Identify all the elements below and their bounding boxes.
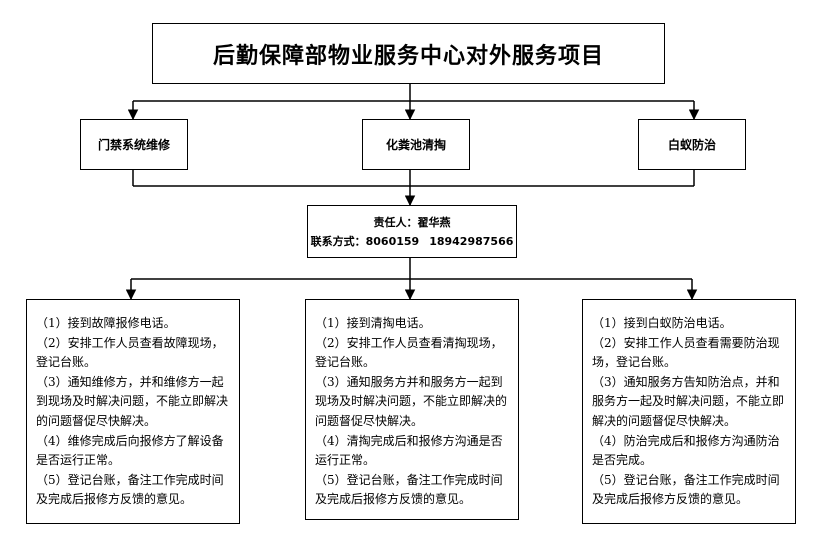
service-label: 白蚁防治 bbox=[667, 138, 716, 152]
task-step: （2）安排工作人员查看故障现场，登记台账。 bbox=[36, 335, 224, 370]
phone-label: 联系方式： bbox=[310, 234, 366, 248]
task-step: （1）接到清掏电话。 bbox=[315, 316, 431, 330]
contact-box: 责任人：翟华燕 联系方式：8060159 18942987566 bbox=[307, 205, 517, 258]
task-step: （2）安排工作人员查看清掏现场，登记台账。 bbox=[315, 335, 503, 370]
phone-number-1: 8060159 bbox=[365, 234, 420, 248]
service-septic-tank-cleaning: 化粪池清掏 bbox=[362, 119, 470, 170]
service-label: 化粪池清掏 bbox=[385, 138, 446, 152]
task-step: （4）防治完成后和报修方沟通防治是否完成。 bbox=[592, 433, 780, 468]
task-step: （2）安排工作人员查看需要防治现场，登记台账。 bbox=[592, 335, 780, 370]
task-step: （5）登记台账，备注工作完成时间及完成后报修方反馈的意见。 bbox=[36, 472, 224, 507]
responsible-person: 责任人：翟华燕 bbox=[373, 215, 451, 229]
service-access-control-repair: 门禁系统维修 bbox=[80, 119, 188, 170]
diagram-title: 后勤保障部物业服务中心对外服务项目 bbox=[212, 43, 604, 69]
title-box: 后勤保障部物业服务中心对外服务项目 bbox=[152, 23, 665, 84]
task-box-termite: （1）接到白蚁防治电话。 （2）安排工作人员查看需要防治现场，登记台账。 （3）… bbox=[582, 299, 796, 524]
task-step: （3）通知服务方并和服务方一起到现场及时解决问题，不能立即解决的问题督促尽快解决… bbox=[315, 374, 508, 428]
service-label: 门禁系统维修 bbox=[97, 138, 170, 152]
task-step: （1）接到故障报修电话。 bbox=[36, 316, 176, 330]
task-step: （5）登记台账，备注工作完成时间及完成后报修方反馈的意见。 bbox=[315, 472, 503, 507]
task-step: （4）清掏完成后和报修方沟通是否运行正常。 bbox=[315, 433, 503, 468]
task-box-septic-tank: （1）接到清掏电话。 （2）安排工作人员查看清掏现场，登记台账。 （3）通知服务… bbox=[305, 299, 519, 520]
phone-number-2: 18942987566 bbox=[429, 234, 514, 248]
task-step: （3）通知服务方告知防治点，并和服务方一起及时解决问题，不能立即解决的问题督促尽… bbox=[592, 374, 785, 428]
task-box-access-control: （1）接到故障报修电话。 （2）安排工作人员查看故障现场，登记台账。 （3）通知… bbox=[26, 299, 240, 524]
task-step: （4）维修完成后向报修方了解设备是否运行正常。 bbox=[36, 433, 224, 468]
task-step: （5）登记台账，备注工作完成时间及完成后报修方反馈的意见。 bbox=[592, 472, 780, 507]
contact-phones: 联系方式：8060159 18942987566 bbox=[311, 232, 514, 251]
service-termite-control: 白蚁防治 bbox=[638, 119, 746, 170]
task-step: （1）接到白蚁防治电话。 bbox=[592, 316, 732, 330]
task-step: （3）通知维修方，并和维修方一起到现场及时解决问题，不能立即解决的问题督促尽快解… bbox=[36, 374, 229, 428]
